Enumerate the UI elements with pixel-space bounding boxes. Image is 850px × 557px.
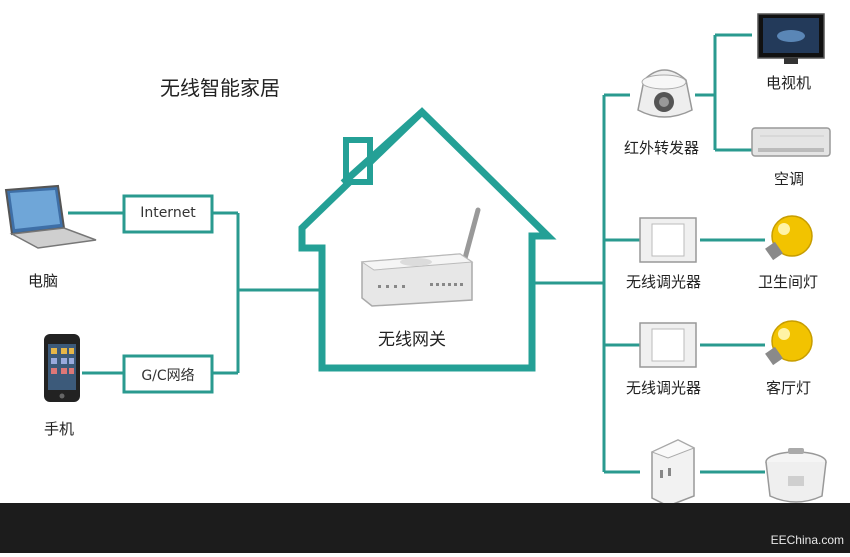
dimmer-2-label: 无线调光器 <box>626 379 702 397</box>
computer-label: 电脑 <box>28 272 59 290</box>
watermark: EEChina.com <box>770 533 844 547</box>
internet-box <box>122 194 214 234</box>
gateway-label: 无线网关 <box>378 330 446 350</box>
router-icon <box>360 207 481 307</box>
gc-network-box <box>122 354 214 394</box>
ir-forwarder-label: 红外转发器 <box>624 139 700 157</box>
wall-switch-icon <box>639 322 697 368</box>
tv-icon <box>757 13 825 64</box>
footer-bar: EEChina.com <box>0 503 850 553</box>
wall-switch-icon <box>639 217 697 263</box>
smartphone-icon <box>44 334 80 402</box>
smart-plug-icon <box>650 439 696 507</box>
phone-label: 手机 <box>44 420 75 438</box>
rice-cooker-icon <box>765 448 827 503</box>
tv-label: 电视机 <box>766 74 812 92</box>
air-conditioner-label: 空调 <box>774 170 805 188</box>
light-bulb-icon <box>765 215 813 261</box>
ir-transmitter-icon <box>637 69 693 118</box>
dimmer-1-label: 无线调光器 <box>626 273 702 291</box>
diagram-title: 无线智能家居 <box>160 76 280 100</box>
bathroom-light-label: 卫生间灯 <box>758 273 819 291</box>
internet-label: Internet <box>140 205 196 221</box>
living-light-label: 客厅灯 <box>766 379 812 397</box>
laptop-icon <box>4 184 97 249</box>
gc-network-label: G/C网络 <box>141 368 195 384</box>
connection-lines <box>68 33 765 474</box>
light-bulb-icon <box>765 320 813 366</box>
air-conditioner-icon <box>751 127 831 157</box>
